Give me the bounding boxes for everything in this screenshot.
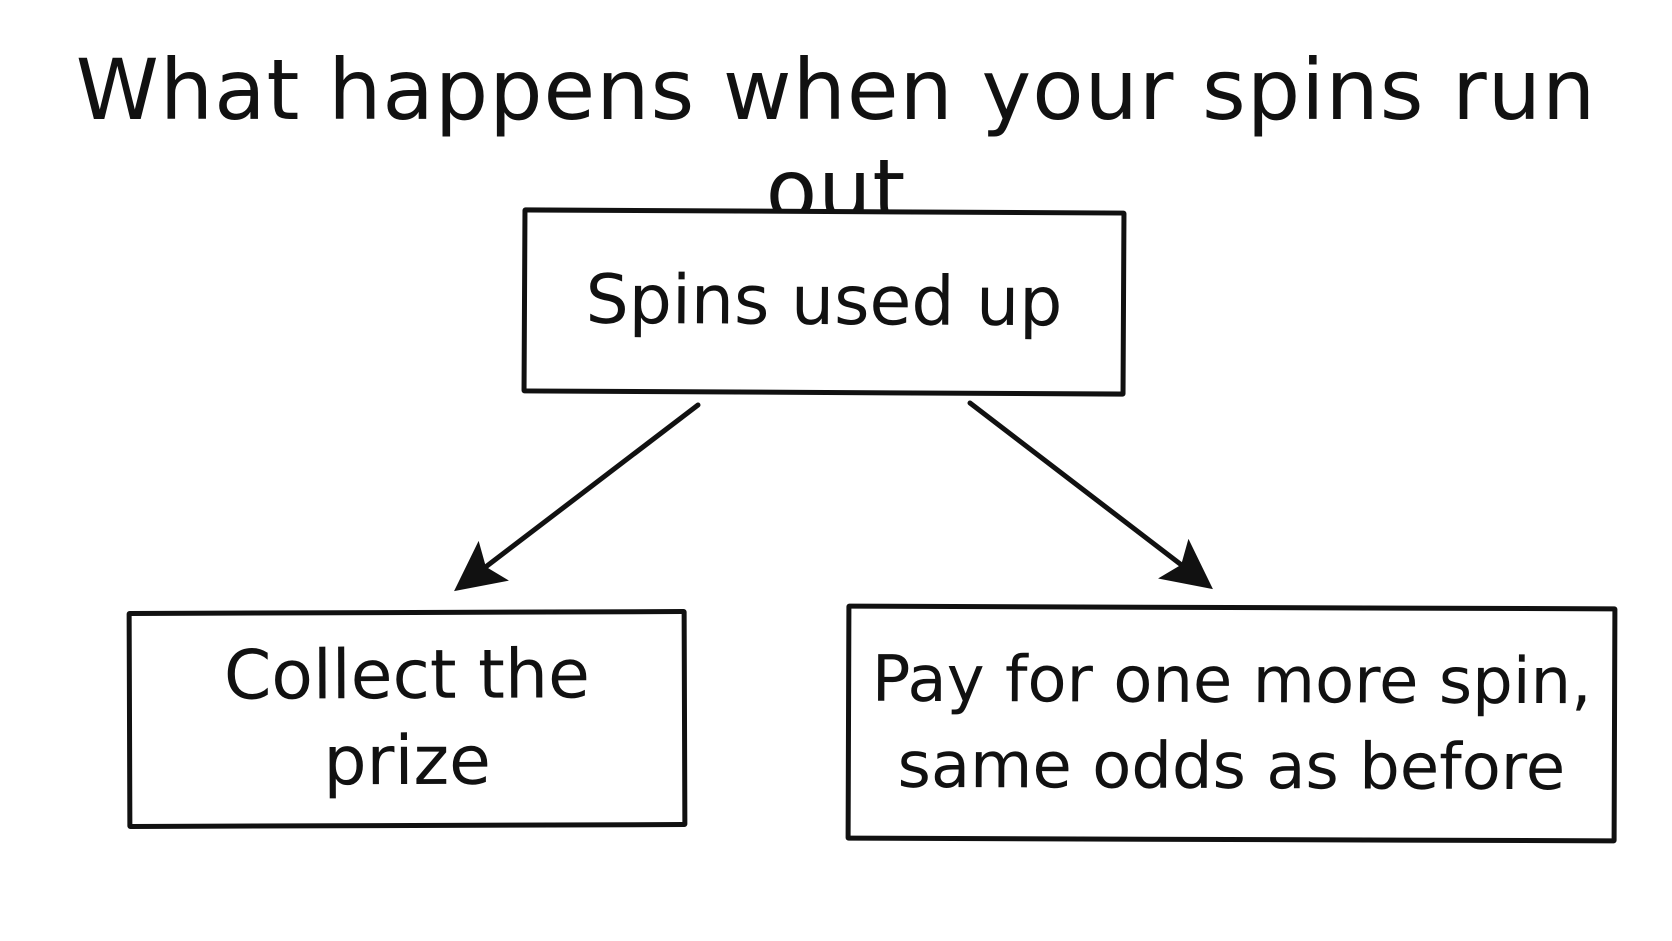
- diagram-title: What happens when your spins run out: [75, 41, 1597, 239]
- node-spins-used-up: Spins used up: [521, 207, 1127, 397]
- arrow-to-pay: [967, 400, 1213, 590]
- node-label: Collect the prize: [223, 635, 590, 802]
- node-label: Spins used up: [585, 260, 1063, 343]
- arrow-to-collect: [454, 402, 701, 592]
- node-collect-prize: Collect the prize: [126, 609, 688, 829]
- node-pay-one-more-spin: Pay for one more spin, same odds as befo…: [845, 603, 1618, 844]
- node-label: Pay for one more spin, same odds as befo…: [871, 642, 1592, 805]
